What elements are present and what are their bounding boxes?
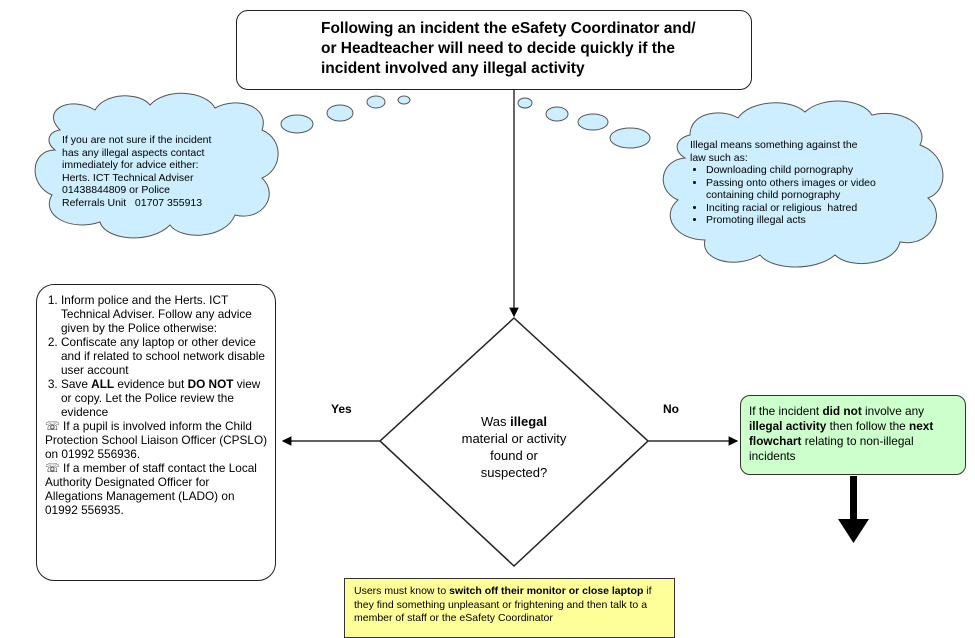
non-illegal-box: If the incident did not involve any ille… (740, 395, 966, 475)
pupil-contact: ☏ If a pupil is involved inform the Chil… (45, 419, 269, 461)
no-label: No (663, 402, 679, 416)
question-line: found or (490, 448, 538, 463)
advice-line: has any illegal aspects contact (62, 146, 205, 159)
question-line: material or activity (461, 431, 567, 446)
step-emphasis: DO NOT (187, 377, 234, 391)
box-text: relating to non-illegal incidents (749, 434, 914, 463)
box-emphasis: did not (822, 404, 862, 418)
list-item: Confiscate any laptop or other device an… (61, 335, 269, 377)
left-thought-cloud (34, 92, 411, 239)
incident-line-3: incident involved any illegal activity (321, 60, 585, 77)
question-line: Was illegal (420, 413, 608, 430)
incident-line-2: or Headteacher will need to decide quick… (321, 40, 676, 57)
step-text: Save (61, 377, 92, 391)
staff-contact: ☏ If a member of staff contact the Local… (45, 461, 269, 517)
question-line: suspected? (480, 465, 548, 480)
phone-icon: ☏ (45, 461, 60, 475)
decision-diamond (378, 316, 650, 568)
box-emphasis: switch off their monitor or close laptop (449, 585, 644, 597)
box-emphasis: illegal activity (749, 419, 827, 433)
box-text: If the incident (749, 404, 823, 418)
box-text: involve any (861, 404, 925, 418)
staff-contact-text: If a member of staff contact the Local A… (45, 461, 257, 517)
illegal-examples-list: Downloading child pornography Passing on… (690, 164, 930, 227)
box-text: Users must know to (354, 585, 450, 597)
box-text: if they find something unpleasant or fri… (354, 585, 652, 624)
down-arrow (838, 476, 869, 543)
action-steps-list: Inform police and the Herts. ICT Technic… (45, 293, 269, 419)
yes-label: Yes (331, 402, 352, 416)
advice-line: If you are not sure if the incident (62, 134, 212, 146)
list-item: Inform police and the Herts. ICT Technic… (61, 293, 269, 335)
advice-line: 01438844809 or Police (62, 184, 171, 196)
definition-intro: law such as: (690, 151, 748, 164)
definition-intro: Illegal means something against the (690, 139, 858, 151)
list-item: Save ALL evidence but DO NOT view or cop… (61, 377, 269, 419)
step-text: evidence but (114, 377, 188, 391)
incident-line-1: Following an incident the eSafety Coordi… (321, 20, 696, 37)
advice-line: immediately for advice either: (62, 159, 199, 171)
advice-line: Referrals Unit 01707 355913 (62, 196, 203, 209)
list-item: Inciting racial or religious hatred (706, 202, 930, 215)
list-item: Passing onto others images or video cont… (706, 177, 876, 202)
decision-question: Was illegal material or activity found o… (420, 413, 608, 481)
pupil-contact-text: If a pupil is involved inform the Child … (45, 419, 268, 461)
right-thought-cloud (517, 97, 944, 268)
question-text: Was (481, 414, 511, 429)
step-emphasis: ALL (91, 377, 115, 391)
step-text: view or copy. Let the Police review the … (61, 377, 261, 419)
advice-line: Herts. ICT Technical Adviser (62, 171, 194, 184)
phone-icon: ☏ (45, 419, 60, 433)
box-text: then follow the (826, 419, 910, 433)
advice-cloud-text: If you are not sure if the incident has … (62, 134, 262, 209)
box-emphasis: next flowchart (749, 419, 934, 448)
yes-action-box: Inform police and the Herts. ICT Technic… (36, 284, 276, 581)
user-guidance-box: Users must know to switch off their moni… (344, 578, 675, 638)
illegal-definition-cloud-text: Illegal means something against the law … (690, 139, 930, 227)
incident-decision-box: Following an incident the eSafety Coordi… (236, 10, 752, 90)
list-item: Promoting illegal acts (706, 214, 930, 227)
question-emphasis: illegal (510, 414, 547, 429)
list-item: Downloading child pornography (706, 164, 930, 177)
